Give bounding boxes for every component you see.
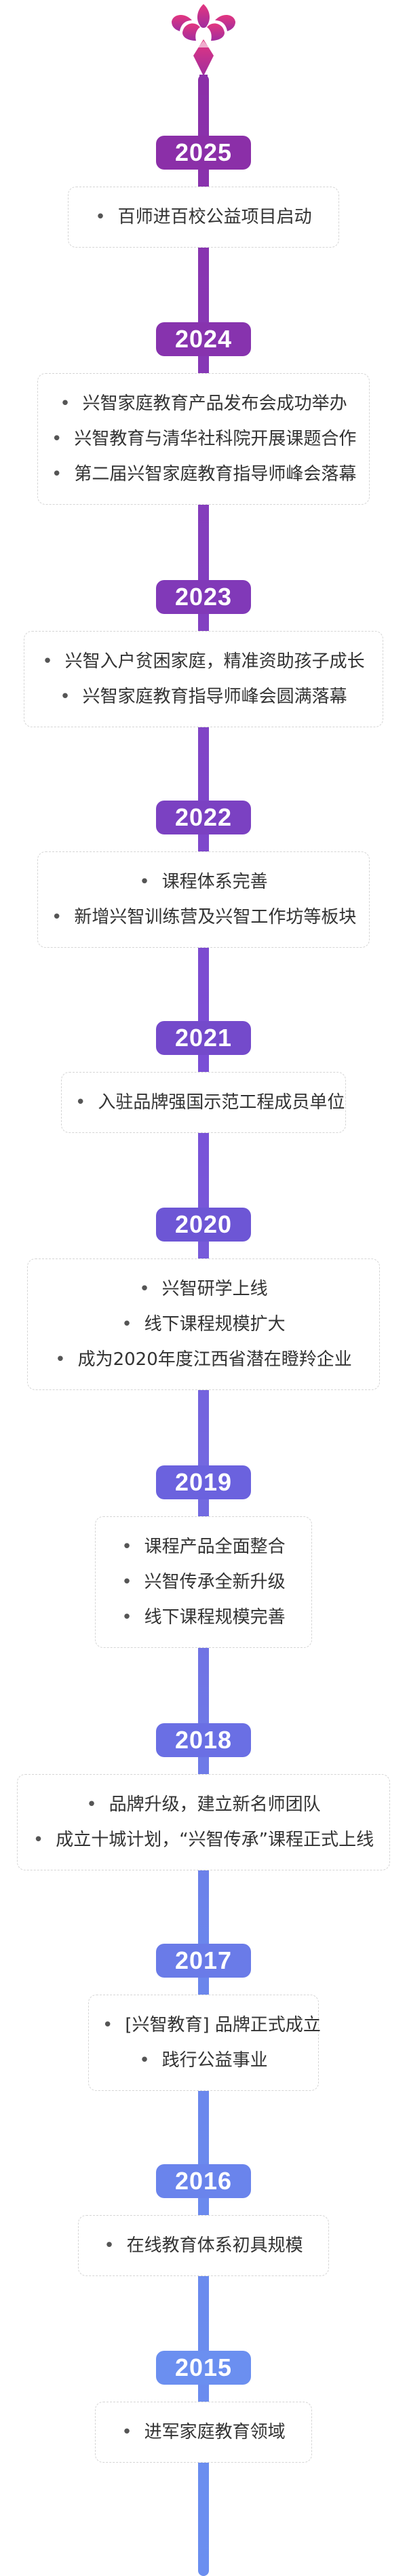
list-item: 课程产品全面整合 bbox=[109, 1529, 298, 1564]
list-item: 兴智传承全新升级 bbox=[109, 1564, 298, 1600]
timeline-card: 进军家庭教育领域 bbox=[95, 2402, 312, 2463]
timeline-card: 课程产品全面整合 兴智传承全新升级 线下课程规模完善 bbox=[95, 1516, 312, 1648]
lotus-logo-icon bbox=[172, 4, 235, 95]
list-item: 兴智入户贫困家庭，精准资助孩子成长 bbox=[38, 644, 369, 679]
list-item: [兴智教育] 品牌正式成立 bbox=[102, 2007, 321, 2043]
list-item: 进军家庭教育领域 bbox=[109, 2415, 298, 2450]
list-item: 线下课程规模完善 bbox=[109, 1600, 298, 1635]
list-item: 百师进百校公益项目启动 bbox=[82, 199, 325, 235]
list-item: 成立十城计划，“兴智传承”课程正式上线 bbox=[31, 1822, 376, 1858]
year-badge: 2018 bbox=[156, 1723, 251, 1757]
list-item: 兴智家庭教育产品发布会成功举办 bbox=[52, 386, 355, 421]
timeline-card: 入驻品牌强国示范工程成员单位 bbox=[61, 1072, 346, 1133]
list-item: 线下课程规模扩大 bbox=[41, 1307, 366, 1342]
list-item: 成为2020年度江西省潜在瞪羚企业 bbox=[41, 1342, 366, 1377]
timeline-card: [兴智教育] 品牌正式成立 践行公益事业 bbox=[88, 1995, 321, 2091]
list-item: 兴智研学上线 bbox=[41, 1271, 366, 1307]
timeline-card: 兴智家庭教育产品发布会成功举办 兴智教育与清华社科院开展课题合作 第二届兴智家庭… bbox=[37, 373, 370, 505]
list-item: 课程体系完善 bbox=[52, 864, 355, 900]
list-item: 入驻品牌强国示范工程成员单位 bbox=[75, 1085, 345, 1120]
year-badge: 2019 bbox=[156, 1465, 251, 1499]
timeline-card: 兴智研学上线 线下课程规模扩大 成为2020年度江西省潜在瞪羚企业 bbox=[27, 1258, 380, 1390]
year-badge: 2021 bbox=[156, 1021, 251, 1055]
year-badge: 2016 bbox=[156, 2164, 251, 2198]
timeline-card: 品牌升级，建立新名师团队 成立十城计划，“兴智传承”课程正式上线 bbox=[17, 1774, 390, 1870]
list-item: 兴智家庭教育指导师峰会圆满落幕 bbox=[38, 679, 369, 714]
list-item: 品牌升级，建立新名师团队 bbox=[31, 1787, 376, 1822]
timeline-card: 课程体系完善 新增兴智训练营及兴智工作坊等板块 bbox=[37, 851, 370, 948]
list-item: 践行公益事业 bbox=[102, 2043, 305, 2078]
year-badge: 2024 bbox=[156, 322, 251, 356]
year-badge: 2022 bbox=[156, 801, 251, 834]
list-item: 新增兴智训练营及兴智工作坊等板块 bbox=[52, 900, 356, 935]
list-item: 在线教育体系初具规模 bbox=[92, 2228, 315, 2263]
timeline-card: 百师进百校公益项目启动 bbox=[68, 187, 339, 248]
list-item: 第二届兴智家庭教育指导师峰会落幕 bbox=[52, 457, 356, 492]
year-badge: 2015 bbox=[156, 2351, 251, 2385]
year-badge: 2017 bbox=[156, 1944, 251, 1978]
timeline-card: 兴智入户贫困家庭，精准资助孩子成长 兴智家庭教育指导师峰会圆满落幕 bbox=[24, 631, 383, 727]
list-item: 兴智教育与清华社科院开展课题合作 bbox=[52, 421, 356, 457]
timeline-card: 在线教育体系初具规模 bbox=[78, 2215, 329, 2276]
year-badge: 2020 bbox=[156, 1208, 251, 1242]
year-badge: 2023 bbox=[156, 580, 251, 614]
year-badge: 2025 bbox=[156, 136, 251, 170]
